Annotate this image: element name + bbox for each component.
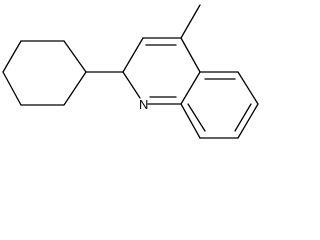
- nitrogen-atom-label: N: [139, 97, 148, 112]
- bond-c8-c8a-double: [187, 103, 206, 132]
- bond-methyl: [180, 4, 201, 39]
- bond: [63, 40, 87, 73]
- bond-c4a-c8a: [180, 71, 201, 105]
- cyclohexane-ring: [2, 40, 87, 106]
- bond-n-c2: [122, 71, 141, 99]
- molecule-drawing: N: [2, 4, 259, 139]
- bond-c2-c3: [122, 37, 144, 73]
- bond: [63, 71, 87, 106]
- bond-c4-c4a: [180, 37, 201, 73]
- pyridine-ring: [122, 37, 201, 105]
- bond-c5-c6: [237, 71, 259, 105]
- bond-c6-c7: [237, 103, 259, 139]
- bond-c6-c7-double: [234, 103, 252, 132]
- bond: [2, 40, 22, 73]
- bond: [2, 71, 22, 106]
- chemical-structure-canvas: N: [2, 4, 259, 139]
- bond-c8-c8a: [180, 103, 201, 139]
- benzene-ring: [180, 71, 259, 139]
